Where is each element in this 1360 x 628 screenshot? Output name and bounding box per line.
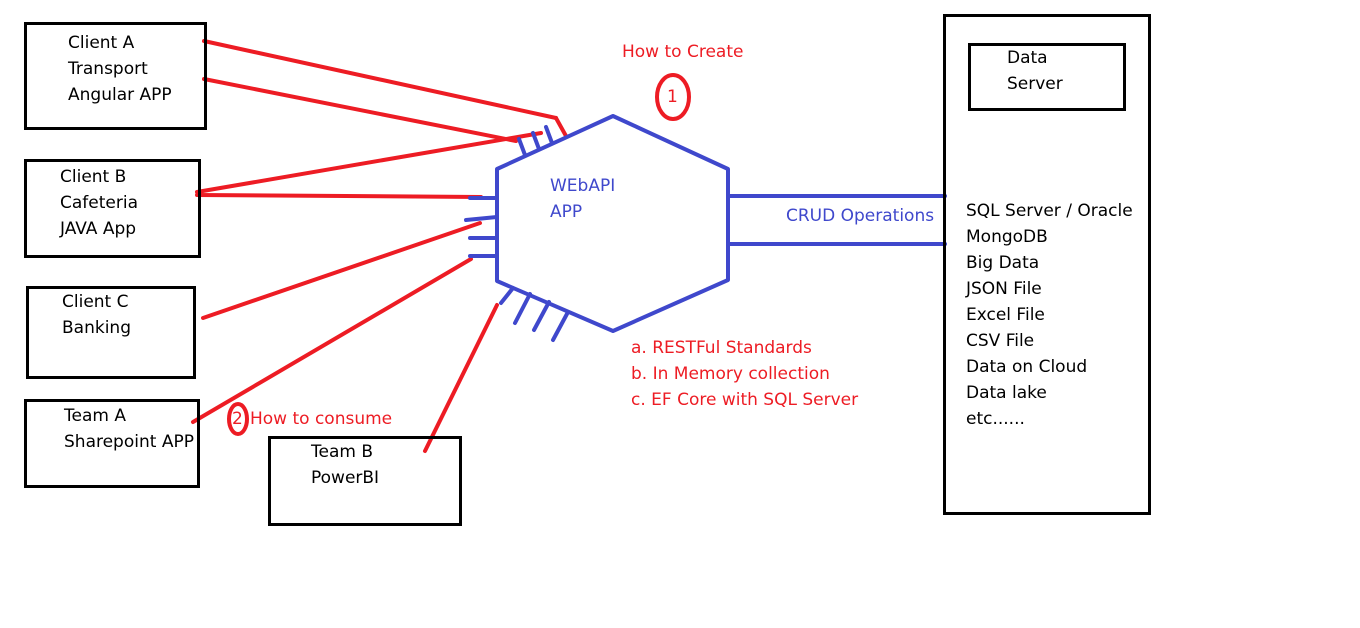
webapi-label: WEbAPI APP [550, 173, 615, 225]
approach-item: c. EF Core with SQL Server [631, 390, 859, 410]
data-server-title-line-2: Server [1007, 74, 1063, 94]
connector-client-b-1 [195, 131, 543, 194]
client-c-line-2: Banking [62, 318, 131, 338]
team-b-line-2: PowerBI [311, 468, 380, 488]
port-tick-top-2 [531, 131, 541, 151]
step-2-number: 2 [232, 409, 243, 429]
step-2-circle [227, 402, 249, 436]
data-source-item: MongoDB [966, 227, 1048, 247]
port-tick-bottom-1 [499, 286, 515, 305]
connector-client-a-2 [202, 77, 518, 143]
client-a-line-1: Client A [68, 33, 135, 53]
data-source-item: Data lake [966, 383, 1047, 403]
data-source-item: JSON File [966, 279, 1042, 299]
data-server-title-line-1: Data [1007, 48, 1048, 68]
data-source-item: Excel File [966, 305, 1045, 325]
how-to-consume-label: How to consume [250, 409, 393, 429]
data-source-item: Data on Cloud [966, 357, 1088, 377]
data-sources-list: SQL Server / Oracle MongoDB Big Data JSO… [966, 198, 1133, 432]
port-tick-bottom-4 [551, 310, 570, 342]
client-a-box [24, 22, 207, 130]
connector-client-c [201, 221, 482, 320]
data-server-title-box [968, 43, 1126, 111]
connector-client-b-2 [195, 193, 483, 199]
connector-team-b [423, 303, 499, 453]
team-b-label: Team B PowerBI [311, 439, 379, 491]
team-a-line-1: Team A [64, 406, 126, 426]
team-a-label: Team A Sharepoint APP [64, 403, 194, 455]
port-tick-bottom-3 [532, 300, 551, 332]
client-c-label: Client C Banking [62, 289, 131, 341]
team-b-line-1: Team B [311, 442, 373, 462]
step-1-circle [655, 73, 691, 121]
data-source-item: CSV File [966, 331, 1035, 351]
webapi-line-2: APP [550, 202, 583, 222]
approach-item: a. RESTFul Standards [631, 338, 812, 358]
port-tick-bottom-2 [513, 292, 532, 325]
webapi-line-1: WEbAPI [550, 176, 616, 196]
client-b-line-3: JAVA App [60, 219, 137, 239]
crud-operations-label: CRUD Operations [786, 206, 935, 226]
client-c-box [26, 286, 196, 379]
port-tick-left-2 [464, 215, 499, 222]
data-server-outer-box [943, 14, 1151, 515]
client-b-line-1: Client B [60, 167, 127, 187]
team-b-box [268, 436, 462, 526]
data-server-title: Data Server [1007, 45, 1063, 97]
how-to-create-label: How to Create [622, 42, 744, 62]
client-a-line-3: Angular APP [68, 85, 172, 105]
client-b-label: Client B Cafeteria JAVA App [60, 164, 138, 242]
data-source-item: Big Data [966, 253, 1040, 273]
port-tick-top-3 [544, 125, 554, 145]
approach-item: b. In Memory collection [631, 364, 830, 384]
client-a-line-2: Transport [68, 59, 148, 79]
port-tick-top-1 [517, 137, 527, 157]
approaches-list: a. RESTFul Standards b. In Memory collec… [631, 335, 858, 413]
data-source-item: SQL Server / Oracle [966, 201, 1133, 221]
client-b-line-2: Cafeteria [60, 193, 138, 213]
step-1-number: 1 [667, 87, 678, 107]
webapi-hexagon [495, 114, 730, 333]
connector-team-a [191, 257, 473, 424]
connector-client-a-1b [554, 116, 568, 138]
connector-client-a-1 [202, 39, 558, 120]
team-a-box [24, 399, 200, 488]
client-b-box [24, 159, 201, 258]
client-a-label: Client A Transport Angular APP [68, 30, 172, 108]
client-c-line-1: Client C [62, 292, 129, 312]
data-source-item: etc...... [966, 409, 1025, 429]
team-a-line-2: Sharepoint APP [64, 432, 194, 452]
